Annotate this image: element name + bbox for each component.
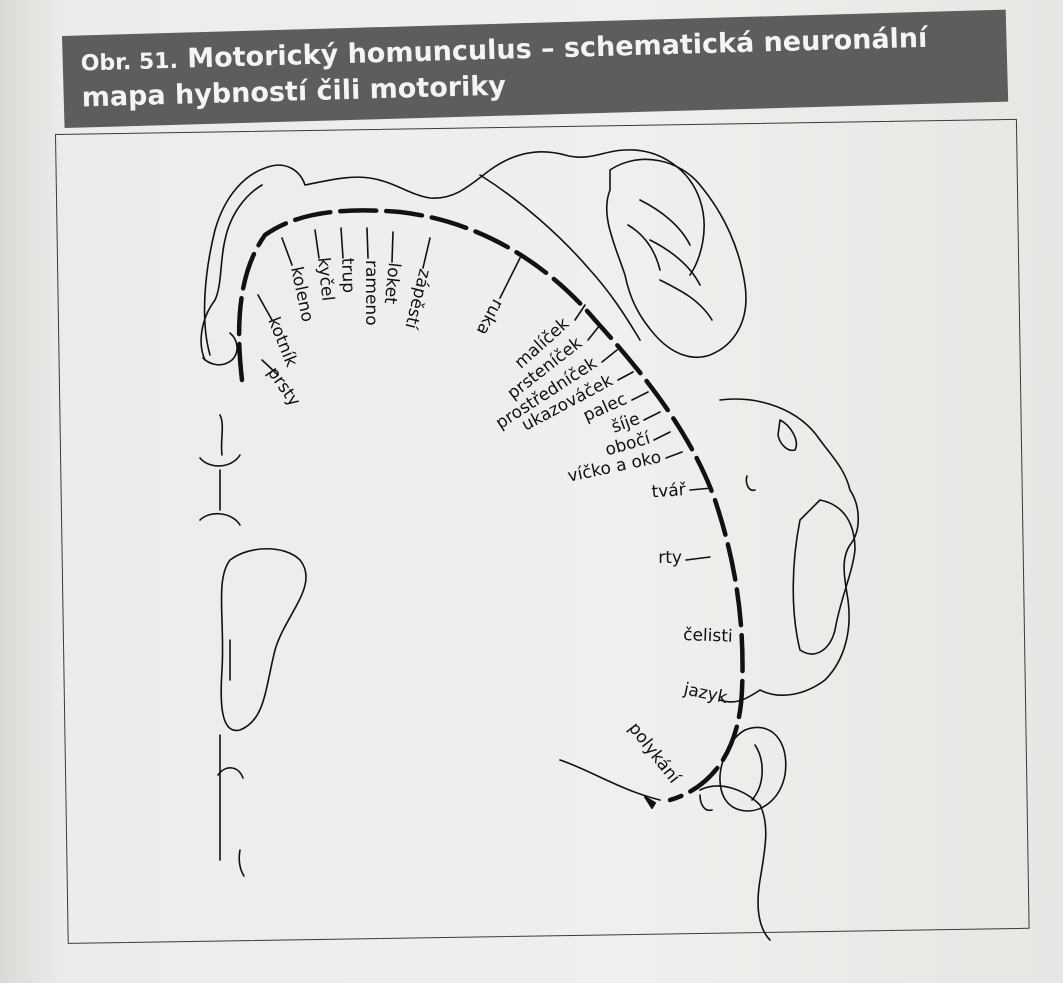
cortex-outline (221, 549, 306, 731)
label-loket: loket (380, 261, 404, 305)
label-trup: trup (337, 257, 358, 293)
label-kotnik: kotník (263, 314, 301, 370)
label-prsty: prsty (263, 363, 304, 410)
homunculus-hand-outline (607, 159, 746, 357)
label-kycel: kyčel (313, 256, 337, 302)
label-group: prsty kotník koleno kyčel trup rameno lo… (263, 256, 733, 788)
label-jazyk: jazyk (681, 679, 729, 708)
label-rameno: rameno (361, 260, 381, 326)
label-celisti: čelisti (683, 625, 733, 647)
label-polykani: polykání (624, 719, 685, 789)
label-ruka: ruka (472, 296, 507, 339)
label-rty: rty (658, 548, 682, 568)
homunculus-eye-outline (778, 420, 796, 450)
label-tvar: tvář (651, 480, 687, 502)
label-koleno: koleno (286, 265, 317, 324)
label-zapesti: zápěstí (400, 267, 434, 332)
homunculus-mouth-outline (793, 500, 855, 654)
